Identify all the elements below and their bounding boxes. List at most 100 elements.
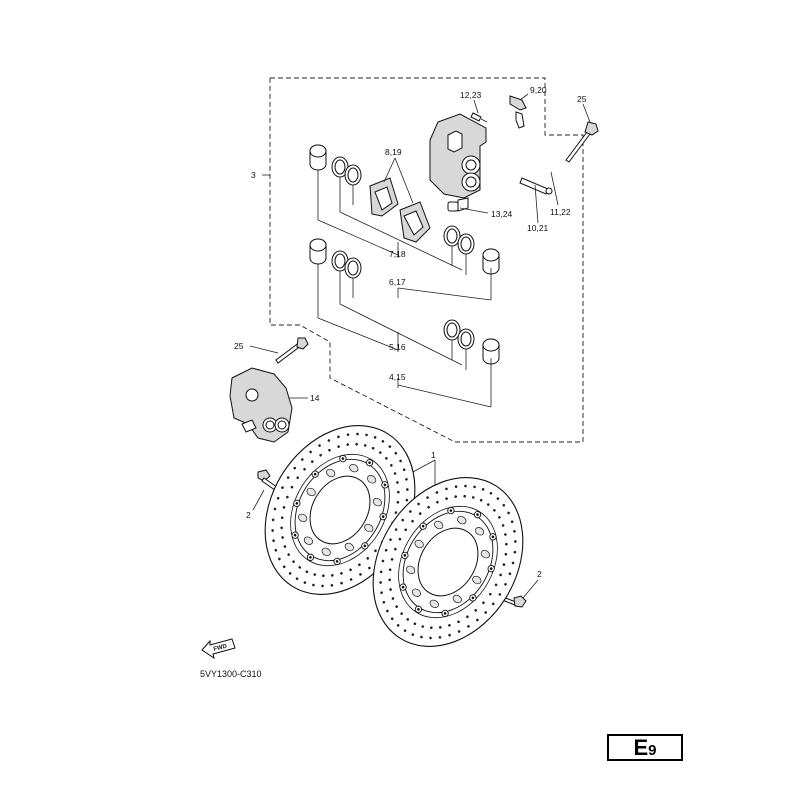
label-7-18: 7,18 [389, 249, 406, 259]
drill-hole [464, 484, 467, 488]
drill-hole [337, 435, 340, 439]
label-10-21: 10,21 [527, 223, 549, 233]
fwd-arrow-icon: FWD [201, 638, 236, 660]
drill-hole [510, 520, 514, 524]
drill-hole [272, 539, 275, 542]
drill-hole [427, 505, 430, 509]
drill-hole [390, 558, 394, 561]
carrier-cutout [457, 515, 467, 525]
drill-hole [371, 446, 375, 450]
drill-hole [401, 518, 405, 522]
drill-hole [445, 487, 448, 491]
page-tag: E9 [607, 734, 683, 761]
float-button-center [491, 535, 495, 539]
drill-hole [448, 624, 451, 627]
drill-hole [327, 439, 331, 442]
float-button-center [383, 483, 387, 487]
drill-hole [287, 553, 290, 556]
float-button-center [363, 544, 367, 548]
bolt-25-lower [275, 337, 309, 364]
drill-hole [366, 557, 370, 560]
drill-hole [406, 618, 410, 621]
drill-hole [454, 485, 458, 488]
carrier-cutout [326, 468, 336, 478]
drill-hole [502, 503, 506, 507]
carrier-cutout [414, 539, 424, 549]
drill-hole [488, 592, 492, 596]
label-4-15: 4,15 [389, 372, 406, 382]
drill-hole [511, 561, 515, 565]
drill-hole [380, 591, 383, 594]
disc-center-bore [417, 527, 479, 597]
drill-hole [281, 536, 284, 539]
drill-hole [293, 466, 297, 470]
carrier-cutout [366, 475, 377, 484]
drill-hole [292, 560, 295, 563]
drill-hole [295, 577, 299, 580]
drill-hole [467, 625, 470, 628]
drill-hole [390, 617, 394, 621]
carrier-cutout [472, 575, 482, 585]
drill-hole [476, 618, 479, 622]
drill-hole [388, 578, 391, 582]
disc-center-bore [309, 475, 371, 545]
drill-hole [448, 633, 451, 637]
drill-hole [373, 436, 377, 439]
assembly-boundary [269, 77, 584, 443]
drill-hole [363, 444, 367, 447]
drill-hole [312, 583, 315, 587]
page-tag-number: 9 [648, 742, 657, 759]
label-25-lower: 25 [234, 341, 244, 351]
drill-hole [300, 458, 304, 461]
drill-hole [504, 553, 508, 556]
drill-hole [471, 496, 475, 499]
drill-hole [330, 574, 334, 577]
label-3: 3 [251, 170, 256, 180]
drill-hole [274, 548, 278, 552]
drill-hole [493, 509, 496, 512]
drill-hole [271, 529, 274, 532]
drill-hole [394, 528, 398, 531]
drill-hole [438, 626, 442, 629]
drill-hole [303, 581, 307, 584]
drill-hole [498, 593, 502, 596]
drill-hole [426, 496, 429, 499]
drill-hole [504, 533, 507, 536]
float-button-center [489, 567, 493, 570]
float-button-center [403, 554, 407, 557]
label-8-19: 8,19 [385, 147, 402, 157]
drill-hole [374, 549, 377, 553]
drill-hole [381, 559, 385, 563]
drill-hole [513, 550, 517, 554]
drill-hole [276, 496, 280, 500]
drill-hole [508, 572, 512, 576]
drill-hole [406, 488, 409, 491]
drill-hole [286, 476, 290, 479]
drill-hole [379, 581, 382, 584]
drill-hole [402, 468, 406, 472]
label-2-right: 2 [537, 569, 542, 579]
bleed-screw [470, 112, 488, 123]
drill-hole [394, 511, 398, 514]
drill-hole [388, 445, 392, 448]
drill-hole [356, 432, 359, 436]
drill-hole [328, 448, 331, 452]
drill-hole [404, 528, 408, 532]
float-button-center [449, 509, 453, 512]
drill-hole [340, 572, 343, 575]
drill-hole [393, 472, 397, 475]
drill-hole [399, 459, 402, 463]
drill-hole [405, 498, 409, 502]
carrier-cutout [321, 547, 331, 557]
float-button-center [309, 556, 312, 559]
drill-hole [395, 605, 398, 608]
float-button-center [417, 608, 420, 611]
drill-hole [359, 573, 362, 576]
drill-hole [438, 636, 442, 639]
carrier-cutout [452, 594, 462, 604]
label-14: 14 [310, 393, 320, 403]
drill-hole [322, 574, 325, 578]
diagram-code: 5VY1300-C310 [200, 669, 262, 679]
drill-hole [496, 497, 500, 500]
